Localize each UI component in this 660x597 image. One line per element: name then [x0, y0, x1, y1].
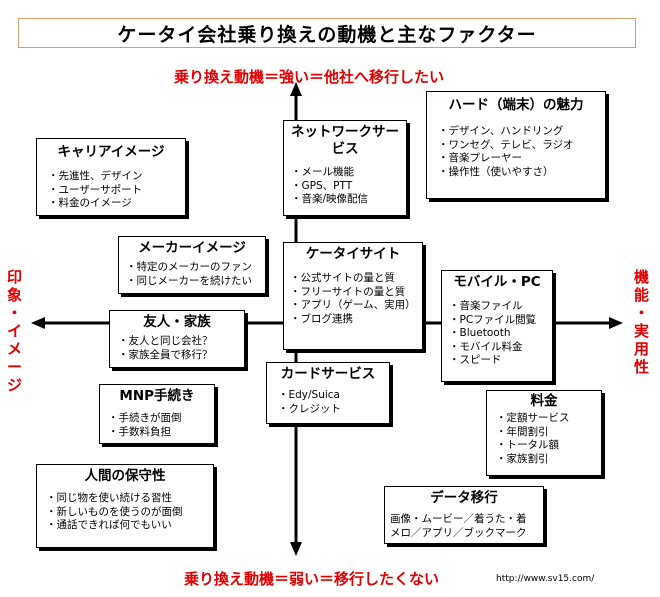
- box-mnp-procedure: MNP手続き ・手続きが面倒 ・手数料負担: [99, 384, 215, 444]
- box-title: MNP手続き: [119, 388, 195, 404]
- box-title: カードサービス: [280, 366, 376, 382]
- arrow-up-icon: [290, 82, 302, 96]
- list-item: ・公式サイトの量と質: [290, 272, 395, 284]
- box-items: ・友人と同じ会社？ ・家族全員で移行？: [110, 331, 244, 362]
- list-item: メロ／アプリ／ブックマーク: [390, 526, 527, 539]
- list-item: ・PCファイル閲覧: [449, 313, 537, 326]
- list-item: ・GPS、PTT: [291, 179, 353, 192]
- arrow-left-icon: [31, 317, 45, 329]
- box-items: ・同じ物を使い続ける習性 ・新しいものを使うのが面倒 ・通話できれば何でもいい: [37, 485, 213, 533]
- box-items: ・特定のメーカーのファン ・同じメーカーを続けたい: [119, 257, 265, 288]
- page-title: ケータイ会社乗り換えの動機と主なファクター: [18, 18, 636, 48]
- list-item: ・通話できれば何でもいい: [46, 519, 172, 531]
- arrow-right-icon: [609, 317, 623, 329]
- box-title: ハード（端末）の魅力: [448, 97, 584, 113]
- list-item: ・同じ物を使い続ける習性: [46, 492, 172, 504]
- box-items: ・Edy/Suica ・クレジット: [267, 383, 389, 416]
- box-title: 友人・家族: [143, 314, 211, 330]
- box-hardware-appeal: ハード（端末）の魅力 ・デザイン、ハンドリング ・ワンセグ、テレビ、ラジオ ・音…: [426, 91, 606, 199]
- source-url: http://www.sv15.com/: [496, 574, 595, 584]
- list-item: ・先進性、デザイン: [48, 170, 143, 182]
- list-item: ・トータル額: [496, 439, 559, 451]
- box-data-migration: データ移行 画像・ムービー／着うた・着 メロ／アプリ／ブックマーク: [384, 486, 544, 544]
- list-item: ・音楽ファイル: [449, 300, 523, 312]
- axis-right-label: 機能・実用性: [634, 268, 650, 376]
- box-items: 画像・ムービー／着うた・着 メロ／アプリ／ブックマーク: [385, 507, 543, 540]
- box-keitai-site: ケータイサイト ・公式サイトの量と質 ・フリーサイトの量と質 ・アプリ（ゲーム、…: [283, 242, 423, 350]
- box-items: ・公式サイトの量と質 ・フリーサイトの量と質 ・アプリ（ゲーム、実用） ・ブログ…: [284, 263, 422, 326]
- box-title: モバイル・PC: [453, 274, 541, 290]
- list-item: ・Bluetooth: [449, 327, 511, 339]
- box-card-service: カードサービス ・Edy/Suica ・クレジット: [266, 362, 390, 424]
- list-item: ・モバイル料金: [449, 340, 523, 353]
- box-mobile-pc: モバイル・PC ・音楽ファイル ・PCファイル閲覧 ・Bluetooth ・モバ…: [441, 270, 553, 382]
- list-item: ・手続きが面倒: [108, 412, 182, 424]
- list-item: ・ユーザーサポート: [48, 183, 143, 196]
- list-item: ・音楽プレーヤー: [438, 152, 522, 164]
- box-human-conservatism: 人間の保守性 ・同じ物を使い続ける習性 ・新しいものを使うのが面倒 ・通話できれ…: [36, 464, 214, 548]
- list-item: ・デザイン、ハンドリング: [438, 125, 564, 137]
- box-items: ・音楽ファイル ・PCファイル閲覧 ・Bluetooth ・モバイル料金 ・スピ…: [442, 291, 552, 368]
- list-item: ・手数料負担: [108, 425, 171, 438]
- list-item: ・操作性（使いやすさ）: [438, 165, 554, 178]
- box-maker-image: メーカーイメージ ・特定のメーカーのファン ・同じメーカーを続けたい: [118, 236, 266, 294]
- axis-bottom-label: 乗り換え動機＝弱い＝移行したくない: [184, 570, 440, 588]
- list-item: ・クレジット: [278, 402, 341, 415]
- axis-top-label: 乗り換え動機＝強い＝他社へ移行したい: [174, 68, 445, 86]
- list-item: ・定額サービス: [496, 412, 570, 424]
- box-title: メーカーイメージ: [138, 240, 246, 256]
- list-item: ・スピード: [449, 354, 502, 366]
- list-item: ・ワンセグ、テレビ、ラジオ: [438, 138, 574, 151]
- box-title: データ移行: [430, 490, 498, 506]
- box-title: ネットワークサービス: [291, 124, 399, 157]
- list-item: ・アプリ（ゲーム、実用）: [290, 299, 416, 311]
- list-item: ・フリーサイトの量と質: [290, 285, 406, 298]
- box-items: ・手続きが面倒 ・手数料負担: [100, 405, 214, 439]
- list-item: ・家族全員で移行？: [118, 348, 213, 361]
- box-network-service: ネットワークサービス ・メール機能 ・GPS、PTT ・音楽/映像配信: [283, 120, 407, 216]
- list-item: ・新しいものを使うのが面倒: [46, 505, 183, 518]
- box-items: ・メール機能 ・GPS、PTT ・音楽/映像配信: [284, 158, 406, 207]
- list-item: 画像・ムービー／着うた・着: [390, 513, 527, 525]
- list-item: ・ブログ連携: [290, 312, 353, 325]
- box-title: 人間の保守性: [84, 468, 166, 484]
- box-items: ・先進性、デザイン ・ユーザーサポート ・料金のイメージ: [37, 161, 185, 211]
- arrow-down-icon: [290, 542, 302, 556]
- box-title: キャリアイメージ: [57, 144, 165, 160]
- list-item: ・Edy/Suica: [278, 389, 340, 401]
- list-item: ・年間割引: [496, 425, 549, 438]
- list-item: ・料金のイメージ: [48, 197, 132, 209]
- box-pricing: 料金 ・定額サービス ・年間割引 ・トータル額 ・家族割引: [486, 390, 602, 476]
- list-item: ・友人と同じ会社？: [118, 335, 213, 347]
- box-career-image: キャリアイメージ ・先進性、デザイン ・ユーザーサポート ・料金のイメージ: [36, 138, 186, 216]
- box-title: ケータイサイト: [305, 246, 401, 262]
- list-item: ・メール機能: [291, 166, 354, 178]
- box-title: 料金: [530, 393, 558, 409]
- box-items: ・定額サービス ・年間割引 ・トータル額 ・家族割引: [487, 410, 601, 466]
- list-item: ・音楽/映像配信: [291, 193, 369, 205]
- box-friends-family: 友人・家族 ・友人と同じ会社？ ・家族全員で移行？: [109, 310, 245, 368]
- box-items: ・デザイン、ハンドリング ・ワンセグ、テレビ、ラジオ ・音楽プレーヤー ・操作性…: [427, 114, 605, 179]
- list-item: ・特定のメーカーのファン: [126, 261, 252, 273]
- axis-left-label: 印象・イメージ: [7, 268, 23, 394]
- list-item: ・家族割引: [496, 452, 549, 465]
- list-item: ・同じメーカーを続けたい: [126, 274, 252, 287]
